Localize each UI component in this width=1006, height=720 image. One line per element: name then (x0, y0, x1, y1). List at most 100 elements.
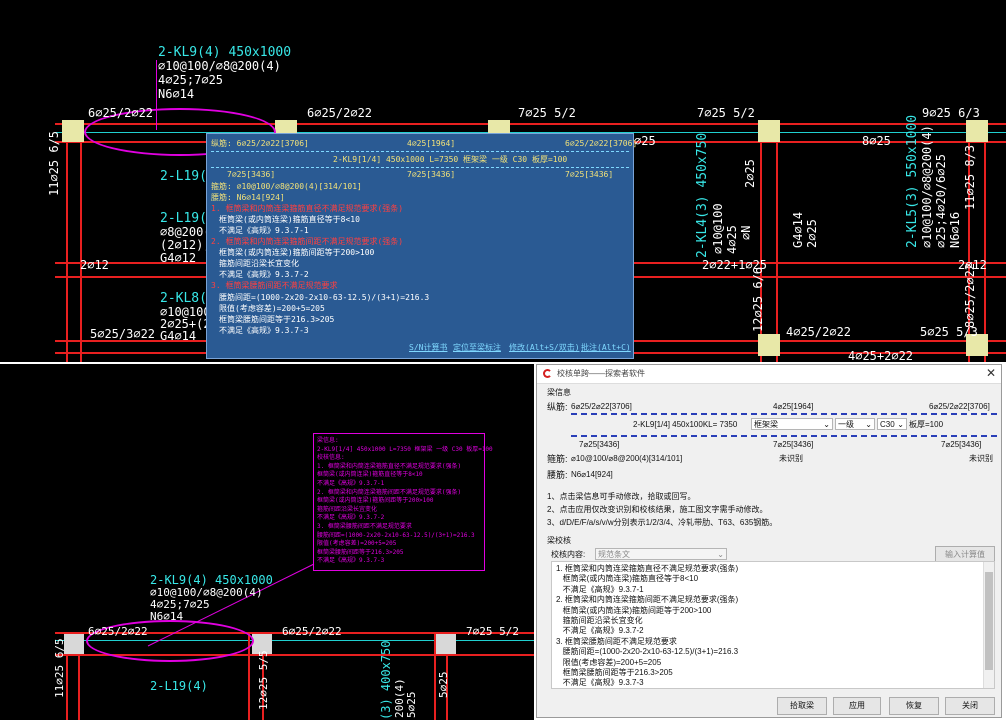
annotation-line: 框筒梁(或内筒连梁)箍筋直径等于8<10 (317, 471, 423, 479)
column (966, 334, 988, 356)
seismic-grade-select[interactable]: 一级⌄ (835, 418, 875, 430)
beam-id-field[interactable]: 2-KL9[1/4] 450x100KL= 7350 (633, 420, 738, 429)
check-annotation-box: 梁信息:2-KL9[1/4] 450x1000 L=7350 框架梁 一级 C3… (313, 433, 493, 571)
restore-button[interactable]: 恢复 (889, 697, 939, 715)
result-line: 腰筋间距=(1000-2x20-2x10-63-12.5)/(3+1)=216.… (556, 647, 739, 657)
column (758, 334, 780, 356)
rebar-label: 7⌀25 5/2 (466, 625, 519, 638)
rebar-label: 6⌀25/2⌀22 (88, 625, 148, 638)
cad-view-top[interactable]: 2-KL9(4) 450x1000 ⌀10@100/⌀8@200(4) 4⌀25… (0, 0, 1006, 362)
tip-line: 1、点击梁信息可手动修改，拾取或回写。 (547, 492, 696, 501)
annotation-line: 不满足《高规》9.3.7-1 (317, 480, 385, 487)
apply-button[interactable]: 应用 (833, 697, 881, 715)
annotate-link[interactable]: 批注(Alt+C) (581, 343, 631, 352)
close-button[interactable]: 关闭 (945, 697, 995, 715)
slab-thickness[interactable]: 板厚=100 (909, 420, 944, 429)
rebar-label: 2⌀25 (805, 219, 819, 248)
beam-line (55, 640, 534, 641)
annotation-line: 3. 框筒梁腰筋间距不满足规范要求 (317, 523, 412, 530)
annotation-line: 不满足《高规》9.3.7-2 (317, 514, 385, 522)
rebar-label: 11⌀25 8/3 (963, 144, 977, 210)
result-line: 1. 框筒梁和内筒连梁箍筋直径不满足规范要求(强条) (556, 564, 739, 573)
beam-line (55, 123, 1006, 125)
beam-top-label: 4⌀25;7⌀25 (150, 598, 210, 611)
section-beam-check: 梁校核 (547, 536, 571, 545)
annotation-line: 2-KL9[1/4] 450x1000 L=7350 框架梁 一级 C30 板厚… (317, 445, 493, 453)
beam-line (66, 634, 68, 720)
rebar-label: ⌀N (739, 225, 753, 240)
bot-left-value[interactable]: 7⌀25[3436] (579, 440, 620, 449)
rebar-label: ⌀25;4⌀20/6⌀25 (934, 154, 948, 248)
beam-type-select[interactable]: 框架梁⌄ (751, 418, 833, 430)
beam-line (78, 634, 80, 720)
beam-name-label: 2-KL9(4) 450x1000 (158, 45, 292, 60)
beam-line (248, 634, 250, 720)
stirrup-mid-unrecognized[interactable]: 未识别 (779, 454, 803, 463)
check-results-list[interactable]: 1. 框筒梁和内筒连梁箍筋直径不满足规范要求(强条) 框筒梁(或内筒连梁)箍筋直… (551, 561, 995, 689)
long-left-value[interactable]: 6⌀25/2⌀22[3706] (571, 402, 632, 411)
stirrup-right-unrecognized[interactable]: 未识别 (969, 454, 993, 463)
rebar-label: G4⌀12 (160, 251, 197, 265)
tooltip-line: 框筒梁(或内筒连梁)箍筋直径等于8<10 (219, 215, 360, 224)
locate-label-link[interactable]: 定位至梁标注 (453, 343, 501, 352)
concrete-grade-select[interactable]: C30⌄ (877, 418, 907, 430)
leader-line (156, 60, 157, 130)
tooltip-error: 2. 框筒梁和内筒连梁箍筋间距不满足规范要求(强条) (211, 237, 404, 246)
waist-label: 腰筋: (547, 470, 568, 480)
close-icon[interactable]: ✕ (985, 366, 997, 380)
rebar-label: 6⌀25/2⌀22 (282, 625, 342, 638)
app-logo-icon (543, 369, 552, 378)
stirrup-value[interactable]: ⌀10@100/⌀8@200(4)[314/101] (571, 454, 683, 463)
chevron-down-icon: ⌄ (823, 420, 830, 429)
check-content-value: 规范条文 (598, 550, 630, 559)
tooltip-line: 箍筋间距沿梁长宜变化 (219, 259, 299, 268)
long-label: 纵筋: (547, 402, 568, 412)
stirrup-label: 箍筋: (547, 454, 568, 464)
tooltip-bot-left: 7⌀25[3436] (227, 170, 276, 179)
column (64, 634, 84, 654)
tooltip-line: 限值(考虑容差)=200+5=205 (219, 304, 325, 313)
rebar-label: 11⌀25 6/5 (47, 130, 61, 196)
scrollbar[interactable] (983, 562, 994, 688)
waist-value[interactable]: N6⌀14[924] (571, 470, 613, 479)
pick-beam-button[interactable]: 拾取梁 (777, 697, 827, 715)
rebar-label: 5⌀25 5/3 (920, 325, 978, 339)
rebar-label: ⌀10@100/⌀8@200(4) (920, 125, 934, 248)
beam-line (446, 634, 448, 720)
tooltip-line: 腰筋间距=(1000-2x20-2x10-63-12.5)/(3+1)=216.… (219, 293, 430, 302)
modify-link[interactable]: 修改(Alt+S/双击) (509, 343, 580, 352)
bot-mid-value[interactable]: 7⌀25[3436] (773, 440, 814, 449)
bot-right-value[interactable]: 7⌀25[3436] (941, 440, 982, 449)
long-mid-value[interactable]: 4⌀25[1964] (773, 402, 814, 411)
beam-top-label: 4⌀25;7⌀25 (158, 73, 224, 87)
rebar-label: 4⌀25+2⌀22 (848, 349, 914, 362)
rebar-label: 8⌀25/2⌀22 (963, 262, 977, 328)
annotation-line: 梁信息: (317, 437, 339, 444)
tooltip-bot-right: 7⌀25[3436] (565, 170, 614, 179)
rebar-label: 4⌀25 (725, 225, 739, 254)
dialog-title: 校核单跨——探索者软件 (557, 369, 645, 378)
column (966, 120, 988, 142)
annotation-line: 腰筋间距=(1000-2x20-2x10-63-12.5)/(3+1)=216.… (317, 531, 475, 539)
tooltip-long-right: 6⌀25/2⌀22[3706] (565, 139, 638, 148)
rebar-label: 5⌀25 (405, 691, 418, 719)
rebar-label: 200(4) (393, 678, 406, 718)
cad-view-bottom[interactable]: 2-KL9(4) 450x1000 ⌀10@100/⌀8@200(4) 4⌀25… (0, 364, 534, 720)
beam-name-label: (3) 400x750 (379, 640, 393, 720)
beam-waist-label: N6⌀14 (158, 87, 195, 101)
beam-line (776, 120, 778, 362)
check-tooltip: 纵筋: 6⌀25/2⌀22[3706] 4⌀25[1964] 6⌀25/2⌀22… (206, 133, 638, 359)
check-content-select[interactable]: 规范条文⌄ (595, 548, 727, 560)
beam-line (55, 132, 1006, 133)
tooltip-stirrup: 箍筋: ⌀10@100/⌀8@200(4)[314/101] (211, 182, 362, 191)
beam-line (760, 120, 762, 362)
annotation-line: 框筒梁(或内筒连梁)箍筋间距等于200>100 (317, 497, 434, 505)
rebar-label: N6⌀16 (948, 211, 962, 248)
calc-book-link[interactable]: S/N计算书 (409, 343, 448, 352)
tooltip-line: 框筒梁(或内筒连梁)箍筋间距等于200>100 (219, 248, 375, 257)
scrollbar-thumb[interactable] (985, 572, 993, 670)
beam-line (55, 632, 534, 634)
long-right-value[interactable]: 6⌀25/2⌀22[3706] (929, 402, 990, 411)
result-line: 不满足《高规》9.3.7-1 (556, 584, 644, 594)
selection-ellipse (86, 620, 254, 662)
